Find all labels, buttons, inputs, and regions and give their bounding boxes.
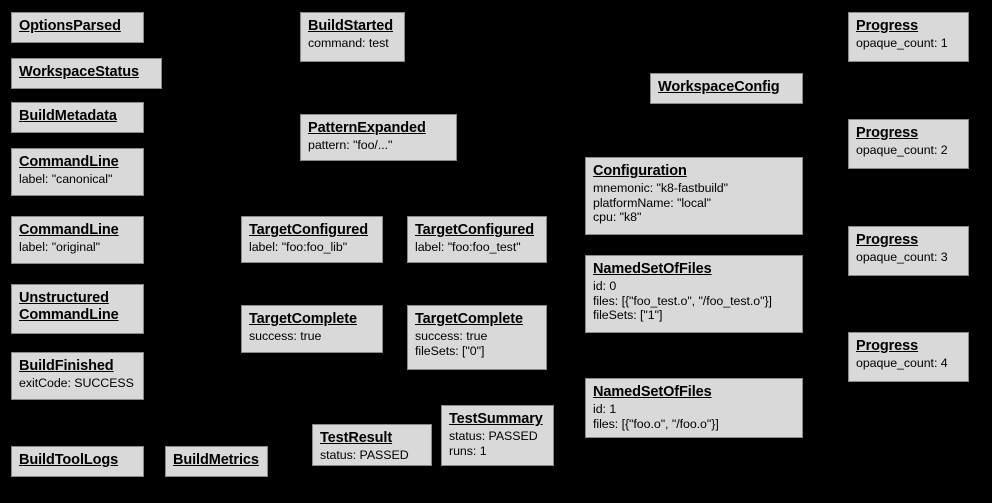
event-node-fields: status: PASSED <box>320 448 425 463</box>
event-node-field: files: [{"foo.o", "/foo.o"}] <box>593 416 719 431</box>
event-node-field: opaque_count: 2 <box>856 143 948 158</box>
event-node-title: Unstructured CommandLine <box>19 290 119 324</box>
event-node-test-result[interactable]: TestResult status: PASSED <box>312 424 432 466</box>
event-node-field: success: true <box>249 329 322 344</box>
event-node-title: BuildFinished <box>19 358 114 374</box>
event-node-title: WorkspaceConfig <box>658 79 780 95</box>
event-node-progress-4[interactable]: Progress opaque_count: 4 <box>848 332 969 382</box>
event-node-title: TargetConfigured <box>249 222 368 238</box>
event-node-unstructured-command-line[interactable]: Unstructured CommandLine <box>11 284 144 334</box>
event-node-field: label: "canonical" <box>19 172 113 187</box>
event-node-field: runs: 1 <box>449 443 487 458</box>
event-node-build-metrics[interactable]: BuildMetrics <box>165 446 268 477</box>
event-node-title: Progress <box>856 125 919 141</box>
event-node-options-parsed[interactable]: OptionsParsed <box>11 12 144 43</box>
event-node-title: Progress <box>856 18 919 34</box>
event-node-field: label: "foo:foo_lib" <box>249 240 348 255</box>
event-node-fields: label: "canonical" <box>19 172 137 187</box>
event-node-title: NamedSetOfFiles <box>593 384 712 400</box>
event-node-field: id: 0 <box>593 279 617 294</box>
event-node-field: command: test <box>308 36 389 51</box>
event-node-configuration[interactable]: Configuration mnemonic: "k8-fastbuild"pla… <box>585 157 803 235</box>
event-node-command-line-canonical[interactable]: CommandLine label: "canonical" <box>11 148 144 196</box>
event-node-field: id: 1 <box>593 402 617 417</box>
event-node-field: opaque_count: 1 <box>856 36 948 51</box>
event-node-field: status: PASSED <box>320 448 409 463</box>
event-node-title: TargetComplete <box>415 311 523 327</box>
event-node-title: CommandLine <box>19 154 119 170</box>
event-node-fields: opaque_count: 1 <box>856 36 962 51</box>
event-node-field: opaque_count: 4 <box>856 356 948 371</box>
event-node-command-line-original[interactable]: CommandLine label: "original" <box>11 216 144 264</box>
event-node-field: label: "foo:foo_test" <box>415 240 521 255</box>
event-node-field: platformName: "local" <box>593 195 711 210</box>
event-node-title: TargetComplete <box>249 311 357 327</box>
event-node-fields: command: test <box>308 36 398 51</box>
event-node-title: TargetConfigured <box>415 222 534 238</box>
event-node-progress-3[interactable]: Progress opaque_count: 3 <box>848 226 969 276</box>
event-node-title: BuildToolLogs <box>19 452 119 468</box>
event-node-fields: label: "foo:foo_test" <box>415 240 540 255</box>
event-node-title: OptionsParsed <box>19 18 121 34</box>
event-node-target-configured-foo-lib[interactable]: TargetConfigured label: "foo:foo_lib" <box>241 216 383 263</box>
event-node-field: opaque_count: 3 <box>856 250 948 265</box>
event-node-fields: success: true <box>249 329 376 344</box>
event-node-field: fileSets: ["1"] <box>593 308 663 323</box>
event-node-title: BuildMetadata <box>19 108 117 124</box>
event-node-fields: label: "original" <box>19 240 137 255</box>
event-node-title: BuildMetrics <box>173 452 259 468</box>
event-node-field: success: true <box>415 329 488 344</box>
event-node-field: files: [{"foo_test.o", "/foo_test.o"}] <box>593 293 772 308</box>
event-node-fields: label: "foo:foo_lib" <box>249 240 376 255</box>
event-node-build-tool-logs[interactable]: BuildToolLogs <box>11 446 144 477</box>
event-node-title: WorkspaceStatus <box>19 64 139 80</box>
event-node-field: cpu: "k8" <box>593 210 642 225</box>
event-node-workspace-status[interactable]: WorkspaceStatus <box>11 58 162 89</box>
event-node-build-finished[interactable]: BuildFinished exitCode: SUCCESS <box>11 352 144 400</box>
event-node-workspace-config[interactable]: WorkspaceConfig <box>650 73 803 104</box>
event-node-title: TestResult <box>320 430 393 446</box>
event-node-title: CommandLine <box>19 222 119 238</box>
event-node-build-metadata[interactable]: BuildMetadata <box>11 102 144 133</box>
event-node-fields: opaque_count: 2 <box>856 143 962 158</box>
event-node-target-configured-foo-test[interactable]: TargetConfigured label: "foo:foo_test" <box>407 216 547 263</box>
event-node-progress-2[interactable]: Progress opaque_count: 2 <box>848 119 969 169</box>
event-node-fields: opaque_count: 4 <box>856 356 962 371</box>
event-node-fields: mnemonic: "k8-fastbuild"platformName: "l… <box>593 181 796 225</box>
event-node-field: exitCode: SUCCESS <box>19 376 134 391</box>
event-node-field: fileSets: ["0"] <box>415 343 485 358</box>
event-node-pattern-expanded[interactable]: PatternExpanded pattern: "foo/..." <box>300 114 457 161</box>
event-node-title: NamedSetOfFiles <box>593 261 712 277</box>
event-node-title: Progress <box>856 338 919 354</box>
event-node-fields: opaque_count: 3 <box>856 250 962 265</box>
event-node-title: BuildStarted <box>308 18 394 34</box>
event-node-field: mnemonic: "k8-fastbuild" <box>593 181 729 196</box>
event-node-fields: exitCode: SUCCESS <box>19 376 137 391</box>
event-node-title: TestSummary <box>449 411 543 427</box>
event-node-field: status: PASSED <box>449 429 538 444</box>
event-node-title: Configuration <box>593 163 687 179</box>
event-node-target-complete-lib[interactable]: TargetComplete success: true <box>241 305 383 353</box>
event-node-progress-1[interactable]: Progress opaque_count: 1 <box>848 12 969 62</box>
event-node-title: PatternExpanded <box>308 120 426 136</box>
event-node-field: label: "original" <box>19 240 100 255</box>
event-node-field: pattern: "foo/..." <box>308 138 393 153</box>
event-node-title: Progress <box>856 232 919 248</box>
event-node-build-started[interactable]: BuildStarted command: test <box>300 12 405 62</box>
event-node-fields: pattern: "foo/..." <box>308 138 450 153</box>
